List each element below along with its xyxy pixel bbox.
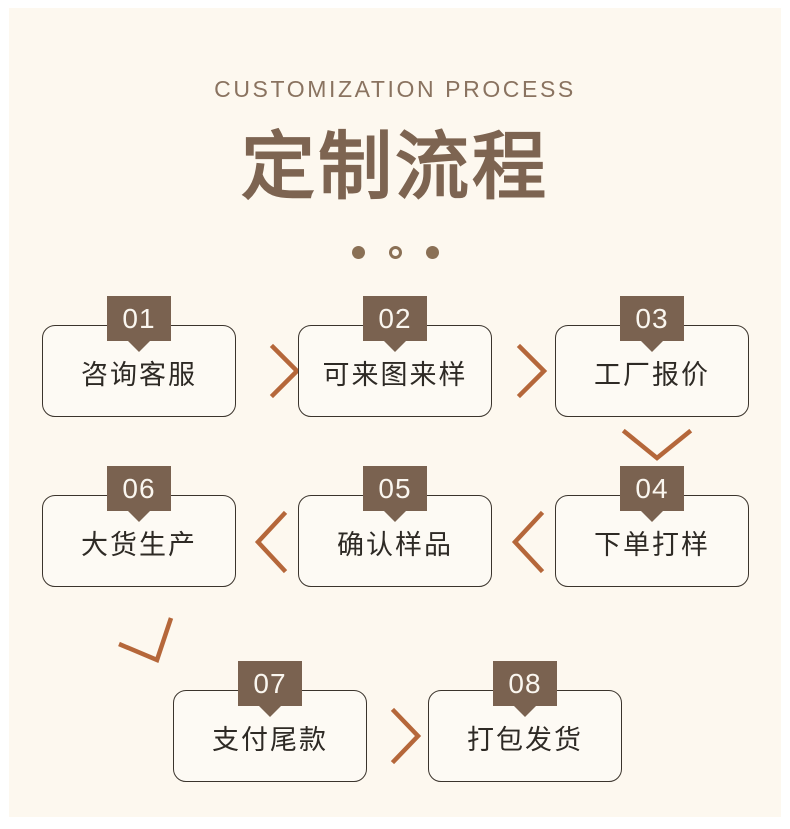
eyebrow-heading: CUSTOMIZATION PROCESS — [214, 76, 576, 102]
step-badge-06: 06 — [107, 466, 171, 511]
step-label-05: 确认样品 — [337, 530, 453, 562]
dot-filled-right — [425, 246, 439, 259]
decorative-dots — [9, 246, 781, 259]
arrow-check-06-to-07 — [115, 614, 191, 670]
step-badge-05: 05 — [363, 466, 427, 511]
step-number-06: 06 — [122, 472, 156, 504]
step-badge-08: 08 — [493, 661, 557, 706]
step-card-03[interactable]: 03 工厂报价 — [555, 296, 749, 417]
step-card-02[interactable]: 02 可来图来样 — [298, 296, 492, 417]
step-number-08: 08 — [508, 667, 542, 699]
arrow-left-04-to-05 — [509, 508, 551, 576]
page-title: 定制流程 — [241, 124, 549, 210]
arrow-left-05-to-06 — [252, 508, 294, 576]
step-card-06[interactable]: 06 大货生产 — [42, 466, 236, 587]
step-number-07: 07 — [253, 667, 287, 699]
arrow-down-03-to-04 — [619, 426, 695, 466]
step-label-03: 工厂报价 — [594, 360, 710, 392]
step-number-02: 02 — [378, 302, 412, 334]
arrow-right-01-to-02 — [267, 341, 305, 401]
step-label-08: 打包发货 — [467, 725, 583, 757]
arrow-right-07-to-08 — [388, 705, 426, 767]
step-label-07: 支付尾款 — [212, 725, 328, 757]
dot-hollow-center — [388, 246, 402, 259]
step-label-01: 咨询客服 — [81, 360, 197, 392]
step-badge-03: 03 — [620, 296, 684, 341]
step-badge-04: 04 — [620, 466, 684, 511]
step-number-04: 04 — [635, 472, 669, 504]
step-card-04[interactable]: 04 下单打样 — [555, 466, 749, 587]
step-card-05[interactable]: 05 确认样品 — [298, 466, 492, 587]
step-label-06: 大货生产 — [81, 530, 197, 562]
step-card-07[interactable]: 07 支付尾款 — [173, 661, 367, 782]
step-card-01[interactable]: 01 咨询客服 — [42, 296, 236, 417]
step-number-01: 01 — [122, 302, 156, 334]
step-badge-02: 02 — [363, 296, 427, 341]
step-label-02: 可来图来样 — [322, 360, 468, 392]
arrow-right-02-to-03 — [514, 341, 552, 401]
step-number-05: 05 — [378, 472, 412, 504]
dot-filled-left — [351, 246, 365, 259]
step-badge-01: 01 — [107, 296, 171, 341]
step-label-04: 下单打样 — [594, 530, 710, 562]
step-badge-07: 07 — [238, 661, 302, 706]
step-number-03: 03 — [635, 302, 669, 334]
step-card-08[interactable]: 08 打包发货 — [428, 661, 622, 782]
